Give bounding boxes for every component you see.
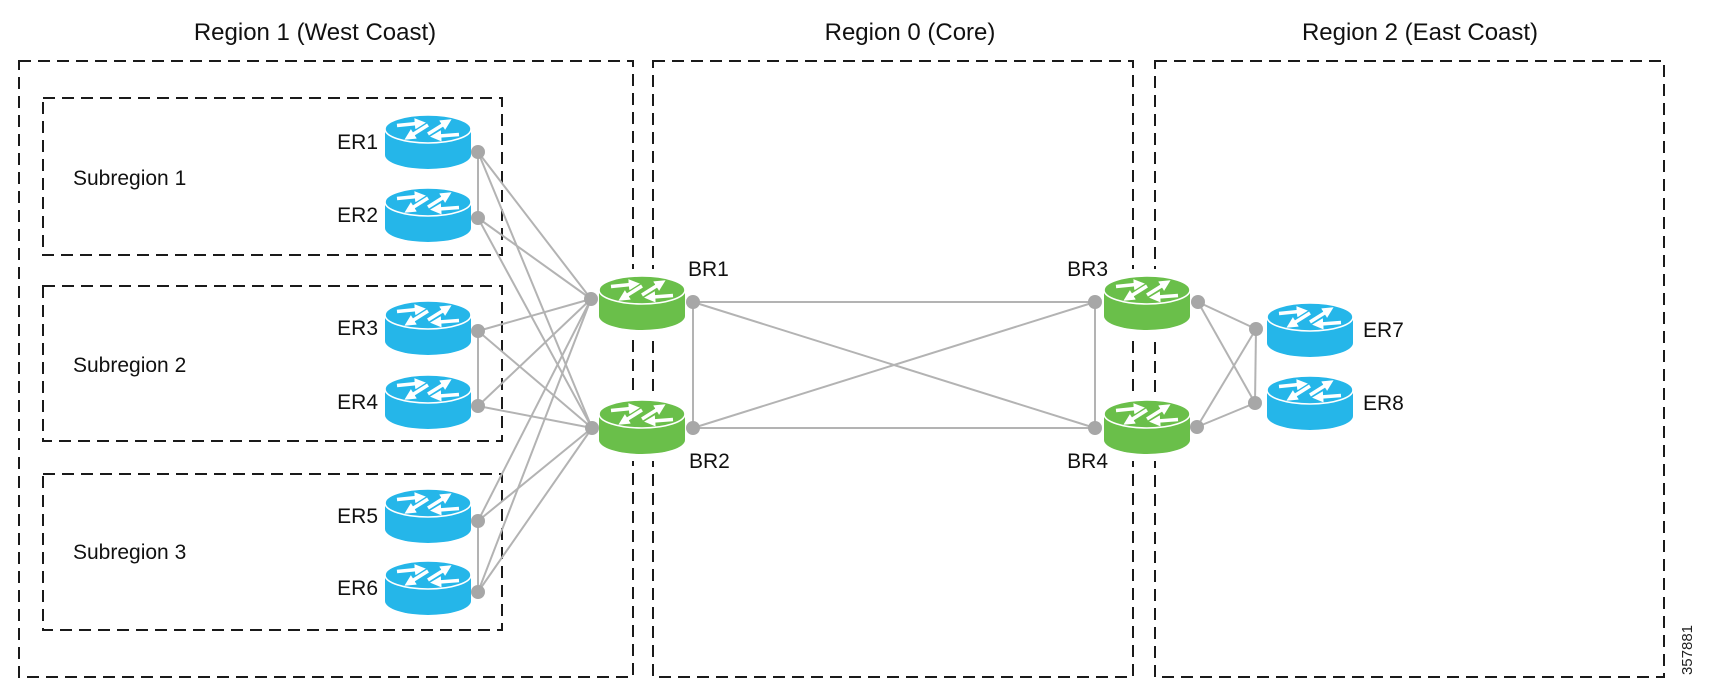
node-label-ER5: ER5 — [337, 505, 378, 528]
router-icon-ER3 — [385, 301, 471, 355]
connection-dot-ER8-w — [1248, 396, 1262, 410]
connection-dot-BR3-w — [1088, 295, 1102, 309]
routers-layer — [385, 115, 1353, 615]
node-label-ER2: ER2 — [337, 204, 378, 227]
region-0-title: Region 0 (Core) — [825, 19, 996, 46]
connection-dot-BR3-e — [1191, 295, 1205, 309]
link-BR2-e-BR3-w — [692, 301, 1096, 429]
link-ER1-e-BR2-w — [477, 151, 593, 429]
link-ER5-e-BR2-w — [477, 427, 593, 522]
links-layer — [477, 151, 1257, 593]
router-icon-ER1 — [385, 115, 471, 169]
link-ER2-e-BR2-w — [477, 217, 593, 429]
node-label-BR2: BR2 — [689, 450, 730, 473]
connection-dot-ER4-e — [471, 399, 485, 413]
link-BR4-e-ER8-w — [1196, 402, 1256, 428]
router-icon-BR3 — [1104, 276, 1190, 330]
router-icon-ER5 — [385, 489, 471, 543]
subregion-3-box — [42, 473, 503, 631]
connection-dot-BR2-w — [585, 421, 599, 435]
subregion-2-box — [42, 285, 503, 442]
router-icon-BR4 — [1104, 400, 1190, 454]
connection-dot-BR2-e — [686, 421, 700, 435]
connection-dot-ER7-w — [1249, 322, 1263, 336]
link-ER7-w-ER8-w — [1254, 328, 1257, 404]
link-ER3-e-BR1-w — [477, 298, 592, 332]
region-2-box — [1154, 60, 1665, 678]
figure-number: 357881 — [1679, 625, 1696, 675]
router-icon-ER2 — [385, 188, 471, 242]
connection-dot-ER2-e — [471, 211, 485, 225]
connection-dot-BR4-w — [1088, 421, 1102, 435]
subregion-3-label: Subregion 3 — [73, 541, 186, 564]
connection-dot-BR1-e — [686, 295, 700, 309]
link-ER1-e-BR1-w — [477, 151, 592, 300]
link-ER5-e-BR1-w — [477, 298, 592, 522]
link-ER6-e-BR2-w — [477, 427, 593, 593]
node-label-BR1: BR1 — [688, 258, 729, 281]
connection-dot-BR1-w — [584, 292, 598, 306]
node-label-BR4: BR4 — [1067, 450, 1108, 473]
node-label-ER1: ER1 — [337, 131, 378, 154]
subregion-1-box — [42, 97, 503, 256]
node-label-ER6: ER6 — [337, 577, 378, 600]
connection-dot-BR4-e — [1190, 420, 1204, 434]
connection-dots-layer — [471, 145, 1263, 599]
subregion-1-label: Subregion 1 — [73, 167, 186, 190]
router-icon-ER4 — [385, 375, 471, 429]
node-label-ER3: ER3 — [337, 317, 378, 340]
link-ER4-e-BR2-w — [477, 405, 593, 429]
link-BR3-e-ER8-w — [1197, 301, 1256, 404]
region-1-title: Region 1 (West Coast) — [194, 19, 436, 46]
subregion-2-label: Subregion 2 — [73, 354, 186, 377]
link-BR3-e-ER7-w — [1197, 301, 1257, 330]
router-icon-ER7 — [1267, 303, 1353, 357]
link-ER4-e-BR1-w — [477, 298, 592, 407]
region-0-box — [652, 60, 1134, 678]
router-icon-ER6 — [385, 561, 471, 615]
link-ER2-e-BR1-w — [477, 217, 592, 300]
region-2-title: Region 2 (East Coast) — [1302, 19, 1538, 46]
router-icon-BR1 — [599, 276, 685, 330]
router-icon-BR2 — [599, 400, 685, 454]
router-icon-ER8 — [1267, 376, 1353, 430]
link-ER6-e-BR1-w — [477, 298, 592, 593]
node-label-BR3: BR3 — [1067, 258, 1108, 281]
link-BR4-e-ER7-w — [1196, 328, 1257, 428]
connection-dot-ER6-e — [471, 585, 485, 599]
node-label-ER4: ER4 — [337, 391, 378, 414]
connection-dot-ER5-e — [471, 514, 485, 528]
connection-dot-ER3-e — [471, 324, 485, 338]
node-label-ER8: ER8 — [1363, 392, 1404, 415]
region-1-box — [18, 60, 634, 678]
node-label-ER7: ER7 — [1363, 319, 1404, 342]
connection-dot-ER1-e — [471, 145, 485, 159]
link-ER3-e-BR2-w — [477, 330, 593, 429]
